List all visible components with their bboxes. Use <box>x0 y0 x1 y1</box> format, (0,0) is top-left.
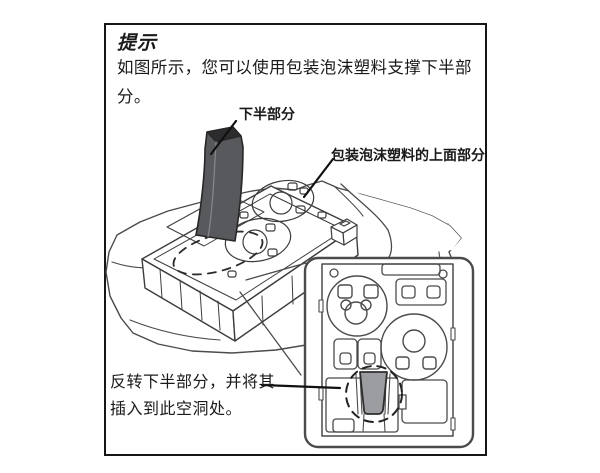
leader-lower-half <box>209 119 238 156</box>
callout-view <box>303 256 475 449</box>
label-lower-half-part: 下半部分 <box>239 106 295 122</box>
tip-body-line1: 如图所示，您可以使用包装泡沫塑料支撑下半部 <box>117 58 472 77</box>
magnify-cone-lines <box>239 262 307 376</box>
tip-body: 如图所示，您可以使用包装泡沫塑料支撑下半部 分。 <box>117 53 472 111</box>
sheet-right-fold <box>330 183 461 258</box>
dashed-highlight-circle <box>345 365 403 423</box>
leader-foam-top <box>302 157 335 199</box>
lower-half-part <box>195 126 244 242</box>
leader-caption <box>260 383 342 390</box>
caption-insert-instruction: 反转下半部分，并将其 插入到此空洞处。 <box>110 369 275 423</box>
label-foam-top-part: 包装泡沫塑料的上面部分 <box>331 147 485 163</box>
tip-body-line2: 分。 <box>117 87 151 106</box>
inset-lower-half-part <box>359 371 388 415</box>
caption-line1: 反转下半部分，并将其 <box>110 374 276 391</box>
caption-line2: 插入到此空洞处。 <box>110 401 243 418</box>
tip-title: 提示 <box>117 33 158 54</box>
